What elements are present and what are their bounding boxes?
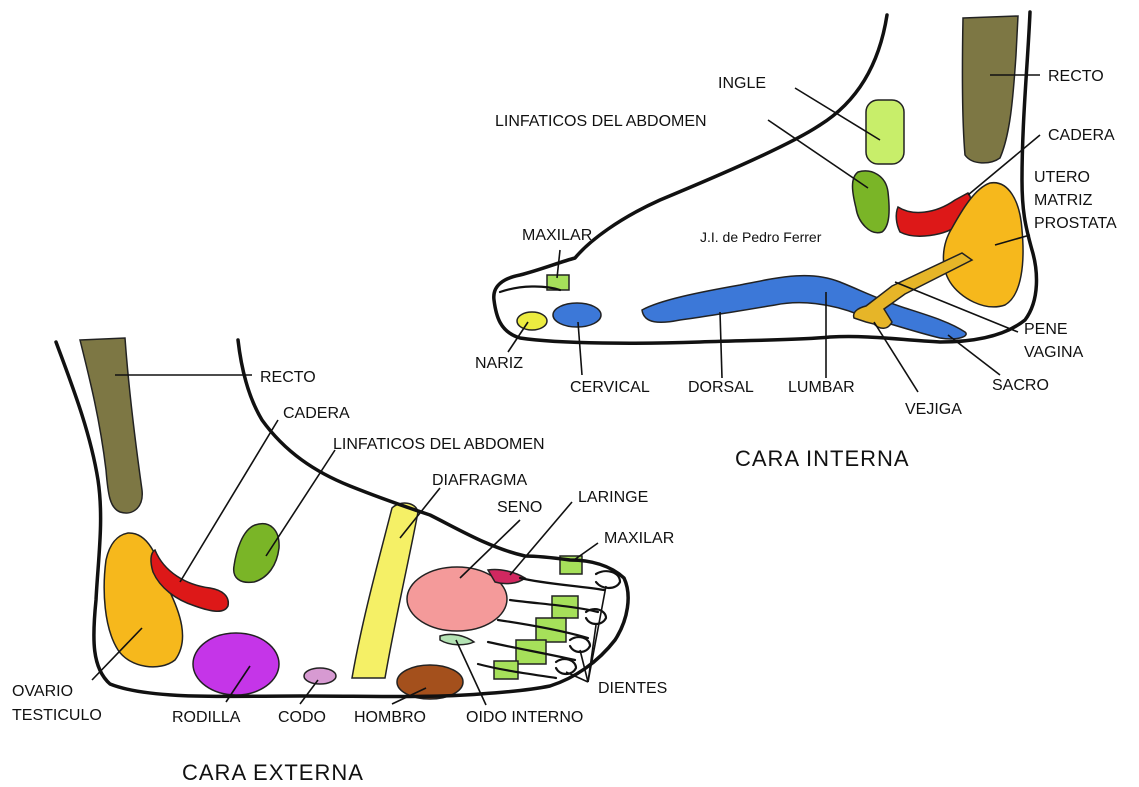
label-maxilar-inner: MAXILAR	[522, 227, 592, 244]
label-rodilla-outer: RODILLA	[172, 709, 241, 726]
label-pene-inner-1: PENE	[1024, 321, 1068, 338]
zone-ingle-inner	[866, 100, 904, 164]
outer-leader-linfaticos	[266, 450, 335, 556]
outer-toe-line-1	[520, 578, 604, 590]
label-hombro-outer: HOMBRO	[354, 709, 426, 726]
label-utero-inner-1: UTERO	[1034, 169, 1090, 186]
label-sacro-inner: SACRO	[992, 377, 1049, 394]
label-pene-inner-2: VAGINA	[1024, 344, 1084, 361]
zone-recto-inner	[962, 16, 1018, 163]
label-recto-outer: RECTO	[260, 369, 316, 386]
outer-leader-maxilar	[574, 543, 598, 560]
label-lumbar-inner: LUMBAR	[788, 379, 855, 396]
inner-leader-vejiga	[874, 322, 918, 392]
zone-ovario-outer	[104, 533, 182, 667]
label-oido-outer: OIDO INTERNO	[466, 709, 583, 726]
zone-codo-outer	[304, 668, 336, 684]
label-recto-inner: RECTO	[1048, 68, 1104, 85]
zone-nariz-inner	[517, 312, 547, 330]
inner-foot-view: RECTO INGLE LINFATICOS DEL ABDOMEN CADER…	[475, 12, 1117, 471]
label-utero-inner-3: PROSTATA	[1034, 215, 1117, 232]
caption-cara-externa: CARA EXTERNA	[182, 760, 364, 785]
outer-toenail-1	[596, 571, 620, 588]
outer-foot-view: RECTO CADERA LINFATICOS DEL ABDOMEN DIAF…	[12, 338, 674, 785]
label-cadera-outer: CADERA	[283, 405, 350, 422]
label-ovario-outer-1: OVARIO	[12, 683, 73, 700]
outer-toenail-4	[556, 659, 576, 674]
label-cervical-inner: CERVICAL	[570, 379, 650, 396]
label-laringe-outer: LARINGE	[578, 489, 648, 506]
outer-toenail-3	[570, 637, 590, 652]
zone-recto-outer	[80, 338, 142, 513]
caption-cara-interna: CARA INTERNA	[735, 446, 910, 471]
label-linfaticos-outer: LINFATICOS DEL ABDOMEN	[333, 436, 545, 453]
label-nariz-inner: NARIZ	[475, 355, 523, 372]
label-dientes-outer: DIENTES	[598, 680, 667, 697]
label-linfaticos-inner: LINFATICOS DEL ABDOMEN	[495, 113, 707, 130]
inner-leader-linfaticos	[768, 120, 868, 188]
label-ingle-inner: INGLE	[718, 75, 766, 92]
label-dorsal-inner: DORSAL	[688, 379, 754, 396]
zone-linfaticos-outer	[234, 524, 279, 583]
label-seno-outer: SENO	[497, 499, 542, 516]
outer-leader-codo	[300, 680, 318, 704]
label-codo-outer: CODO	[278, 709, 326, 726]
inner-leader-dorsal	[720, 312, 722, 378]
label-cadera-inner: CADERA	[1048, 127, 1115, 144]
label-ovario-outer-2: TESTICULO	[12, 707, 102, 724]
inner-leader-cervical	[578, 322, 582, 375]
label-maxilar-outer: MAXILAR	[604, 530, 674, 547]
signature: J.I. de Pedro Ferrer	[700, 229, 822, 245]
label-utero-inner-2: MATRIZ	[1034, 192, 1093, 209]
label-vejiga-inner: VEJIGA	[905, 401, 962, 418]
zone-cervical-inner	[553, 303, 601, 327]
label-diafragma-outer: DIAFRAGMA	[432, 472, 527, 489]
outer-leader-dientes-2	[588, 625, 596, 682]
